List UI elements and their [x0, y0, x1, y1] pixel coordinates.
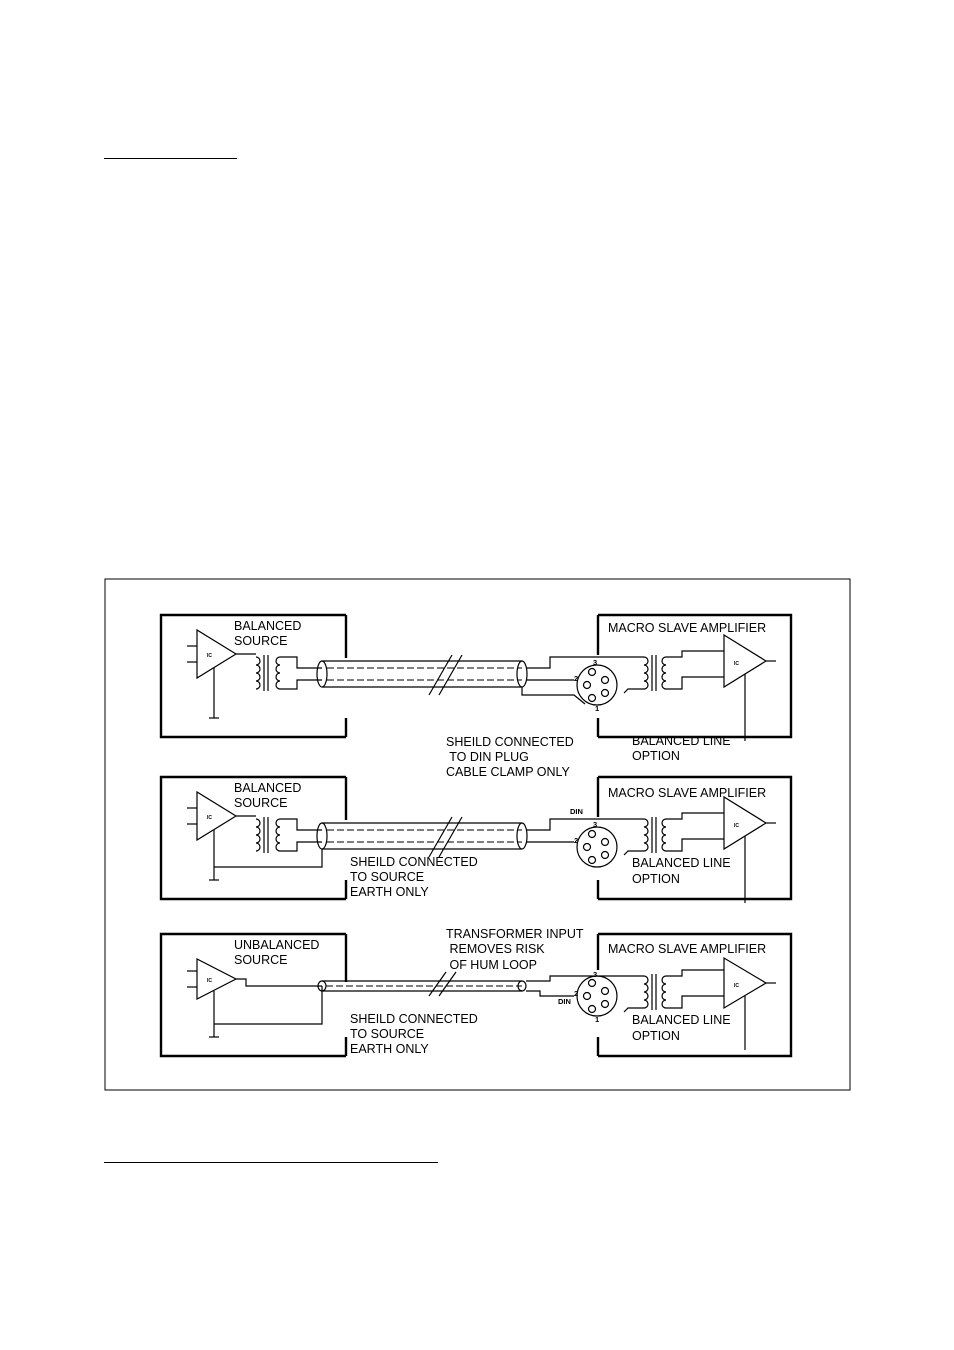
- ic-label: IC: [207, 978, 212, 984]
- source-label-2: SOURCE: [234, 953, 287, 967]
- ic-label: IC: [734, 983, 739, 989]
- diagram-frame: [104, 578, 851, 1091]
- transformer-note-3: OF HUM LOOP: [446, 958, 537, 972]
- ic-amplifier-symbol: IC: [187, 790, 323, 881]
- source-label-1: UNBALANCED: [234, 938, 319, 952]
- ic-label: IC: [734, 661, 739, 667]
- amplifier-box: [596, 613, 793, 739]
- source-label-2: SOURCE: [234, 796, 287, 810]
- pin-label: 2: [574, 674, 578, 683]
- amp-note-2: OPTION: [632, 872, 680, 886]
- shield-note-1: SHEILD CONNECTED: [350, 1012, 478, 1026]
- shield-note-2: TO SOURCE: [350, 870, 424, 884]
- din-connector: 3 2 1: [574, 658, 618, 713]
- panel-1: BALANCED SOURCE IC: [159, 613, 793, 779]
- wiring-diagram: BALANCED SOURCE IC: [104, 578, 851, 1091]
- amp-note-2: OPTION: [632, 749, 680, 763]
- ic-label: IC: [207, 653, 212, 659]
- shield-note-3: EARTH ONLY: [350, 1042, 429, 1056]
- shielded-cable: [316, 654, 592, 705]
- shield-note-1: SHEILD CONNECTED: [350, 855, 478, 869]
- source-box: [159, 775, 348, 901]
- panel-2: BALANCED SOURCE IC: [159, 775, 793, 903]
- pin-label: 1: [595, 1015, 599, 1024]
- amp-note-1: BALANCED LINE: [632, 1013, 731, 1027]
- din-connector: DIN 3 2 1: [558, 970, 618, 1024]
- ic-label: IC: [207, 815, 212, 821]
- source-label-2: SOURCE: [234, 634, 287, 648]
- source-box: [159, 932, 348, 1058]
- pin-label: 2: [574, 836, 578, 845]
- ic-label: IC: [734, 823, 739, 829]
- pin-label: 1: [595, 704, 599, 713]
- source-box: [159, 613, 348, 739]
- shield-note-3: CABLE CLAMP ONLY: [446, 765, 571, 779]
- transformer-note-2: REMOVES RISK: [446, 942, 545, 956]
- transformer-note-1: TRANSFORMER INPUT: [446, 927, 584, 941]
- input-transformer: IC: [592, 633, 776, 741]
- amp-title: MACRO SLAVE AMPLIFIER: [608, 621, 766, 635]
- pin-label: 3: [593, 970, 597, 979]
- pin-label: 3: [593, 820, 597, 829]
- shield-note-1: SHEILD CONNECTED: [446, 735, 574, 749]
- amp-title: MACRO SLAVE AMPLIFIER: [608, 942, 766, 956]
- shielded-cable: [316, 816, 592, 858]
- ic-amplifier-symbol: IC: [187, 958, 323, 1038]
- input-transformer: IC: [592, 956, 776, 1050]
- shield-note-3: EARTH ONLY: [350, 885, 429, 899]
- amp-title: MACRO SLAVE AMPLIFIER: [608, 786, 766, 800]
- shield-note-2: TO DIN PLUG: [446, 750, 529, 764]
- source-label-1: BALANCED: [234, 781, 301, 795]
- source-label-1: BALANCED: [234, 619, 301, 633]
- source-transformer: [255, 817, 322, 853]
- ic-amplifier-symbol: IC: [187, 628, 256, 719]
- amplifier-box: [596, 775, 793, 901]
- unbalanced-cable: [317, 971, 592, 997]
- source-transformer: [255, 655, 322, 691]
- pin-label: 3: [593, 658, 597, 667]
- amp-note-2: OPTION: [632, 1029, 680, 1043]
- pin-label: 2: [574, 989, 578, 998]
- amplifier-box: [596, 932, 793, 1058]
- amp-note-1: BALANCED LINE: [632, 734, 731, 748]
- amp-note-1: BALANCED LINE: [632, 856, 731, 870]
- din-label: DIN: [558, 997, 571, 1006]
- footer-underline: [104, 1162, 438, 1163]
- shield-note-2: TO SOURCE: [350, 1027, 424, 1041]
- panel-3: UNBALANCED SOURCE IC TRANSFORMER INPUT R…: [159, 927, 793, 1058]
- din-connector: DIN 3 2: [570, 807, 618, 868]
- input-transformer: IC: [592, 795, 776, 903]
- heading-underline: [104, 158, 237, 159]
- din-label: DIN: [570, 807, 583, 816]
